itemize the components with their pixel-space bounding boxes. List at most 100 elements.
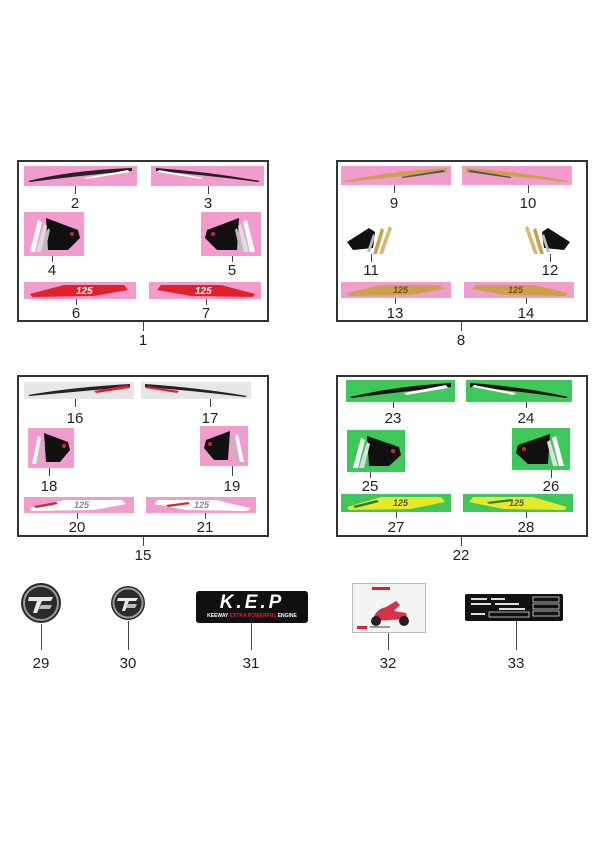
leader-line xyxy=(49,468,50,476)
callout-24: 24 xyxy=(517,410,535,427)
callout-28: 28 xyxy=(517,519,535,536)
kep-badge-subtitle: KEEWAY EXTRA POWERFUL ENGINE xyxy=(196,613,308,620)
emblem-30 xyxy=(111,586,145,620)
leader-line xyxy=(143,537,144,546)
callout-3: 3 xyxy=(203,195,213,212)
leader-line xyxy=(208,186,209,194)
leader-line xyxy=(232,256,233,262)
svg-text:125: 125 xyxy=(195,286,212,297)
callout-9: 9 xyxy=(389,195,399,212)
callout-7: 7 xyxy=(201,305,211,322)
decal-strip-16 xyxy=(24,382,134,399)
callout-25: 25 xyxy=(361,478,379,495)
decal-rear-13: 125 xyxy=(341,282,451,298)
decal-strip-24 xyxy=(466,380,572,402)
leader-line xyxy=(550,254,551,262)
callout-1: 1 xyxy=(138,332,148,349)
callout-32: 32 xyxy=(379,655,397,672)
decal-side-26 xyxy=(512,428,570,470)
decal-side-5 xyxy=(201,212,261,256)
callout-6: 6 xyxy=(71,305,81,322)
decal-rear-27: 125 xyxy=(341,494,451,512)
decal-rear-7: 125 xyxy=(149,282,261,299)
svg-text:125: 125 xyxy=(76,286,93,297)
leader-line xyxy=(251,623,252,650)
callout-22: 22 xyxy=(452,547,470,564)
callout-17: 17 xyxy=(201,410,219,427)
leader-line xyxy=(461,537,462,546)
svg-text:125: 125 xyxy=(509,498,525,508)
svg-text:125: 125 xyxy=(393,285,409,295)
leader-line xyxy=(75,399,76,407)
leader-line xyxy=(526,298,527,304)
decal-side-12 xyxy=(525,226,570,254)
callout-33: 33 xyxy=(507,655,525,672)
decal-rear-21: 125 xyxy=(146,497,256,513)
kep-subtitle-brand: KEEWAY xyxy=(207,613,229,619)
leader-line xyxy=(526,402,527,408)
leader-line xyxy=(75,186,76,194)
callout-8: 8 xyxy=(456,332,466,349)
leader-line xyxy=(76,299,77,305)
callout-31: 31 xyxy=(242,655,260,672)
callout-26: 26 xyxy=(542,478,560,495)
kep-subtitle-red: EXTRA POWERFUL xyxy=(229,613,277,619)
callout-30: 30 xyxy=(119,655,137,672)
callout-10: 10 xyxy=(519,195,537,212)
decal-strip-9 xyxy=(341,166,451,185)
callout-5: 5 xyxy=(227,262,237,279)
leader-line xyxy=(370,472,371,478)
callout-15: 15 xyxy=(134,547,152,564)
leader-line xyxy=(210,399,211,407)
leader-line xyxy=(371,254,372,262)
decal-rear-28: 125 xyxy=(463,494,573,512)
svg-text:125: 125 xyxy=(74,500,90,510)
leader-line xyxy=(526,512,527,518)
decal-side-4 xyxy=(24,212,84,256)
kep-subtitle-end: ENGINE xyxy=(277,613,297,619)
leader-line xyxy=(77,513,78,519)
id-plate-33 xyxy=(465,594,563,621)
decal-strip-2 xyxy=(24,166,137,186)
svg-text:125: 125 xyxy=(194,500,210,510)
callout-13: 13 xyxy=(386,305,404,322)
leader-line xyxy=(205,513,206,519)
callout-18: 18 xyxy=(40,478,58,495)
callout-23: 23 xyxy=(384,410,402,427)
leader-line xyxy=(516,621,517,650)
leader-line xyxy=(396,512,397,518)
leader-line xyxy=(143,322,144,331)
callout-2: 2 xyxy=(70,195,80,212)
callout-16: 16 xyxy=(66,410,84,427)
callout-27: 27 xyxy=(387,519,405,536)
kep-badge: K.E.P KEEWAY EXTRA POWERFUL ENGINE xyxy=(196,591,308,623)
callout-29: 29 xyxy=(32,655,50,672)
callout-4: 4 xyxy=(47,262,57,279)
decal-rear-20: 125 xyxy=(24,497,134,513)
callout-12: 12 xyxy=(541,262,559,279)
leader-line xyxy=(461,322,462,331)
decal-side-25 xyxy=(347,430,405,472)
svg-text:125: 125 xyxy=(393,498,409,508)
callout-19: 19 xyxy=(223,478,241,495)
callout-11: 11 xyxy=(363,262,379,279)
decal-rear-6: 125 xyxy=(24,282,136,299)
leader-line xyxy=(41,624,42,650)
leader-line xyxy=(395,298,396,304)
decal-rear-14: 125 xyxy=(464,282,574,298)
leader-line xyxy=(551,470,552,478)
leader-line xyxy=(528,185,529,193)
manual-label-32 xyxy=(352,583,426,633)
leader-line xyxy=(393,402,394,408)
decal-side-11 xyxy=(347,226,392,254)
leader-line xyxy=(394,185,395,193)
emblem-29 xyxy=(21,583,61,623)
leader-line xyxy=(232,466,233,476)
decal-strip-23 xyxy=(346,380,455,402)
decal-strip-3 xyxy=(151,166,264,186)
leader-line xyxy=(128,621,129,650)
leader-line xyxy=(206,299,207,305)
leader-line xyxy=(388,633,389,650)
callout-20: 20 xyxy=(68,519,86,536)
